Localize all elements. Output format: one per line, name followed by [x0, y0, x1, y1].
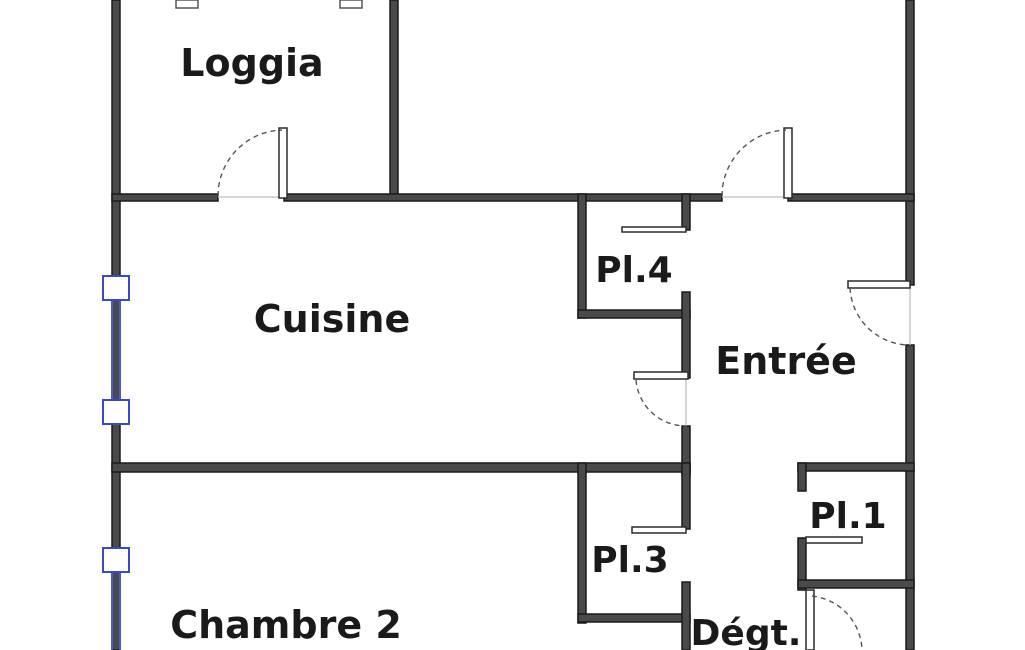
wall-pl3-right-top	[681, 462, 691, 530]
wall-cuisine-bottom	[111, 462, 691, 473]
wall-pl3-bottom	[577, 613, 691, 623]
wall-pl1-left-top	[797, 462, 807, 492]
windows	[102, 0, 363, 650]
label-cuisine: Cuisine	[254, 297, 410, 341]
cuisine-door-swing	[635, 379, 687, 427]
entry-top-door-swing	[721, 129, 787, 197]
wall-pl4-right-top	[681, 193, 691, 231]
label-loggia: Loggia	[180, 41, 323, 85]
loggia-top-opening-left	[175, 0, 199, 9]
entry-top-door-leaf	[783, 127, 793, 199]
wall-pl3-left	[577, 462, 587, 624]
wall-right-upper	[905, 0, 915, 286]
loggia-door-leaf	[278, 127, 288, 199]
entrance-door-leaf	[847, 280, 911, 289]
room-labels: Loggia Cuisine Entrée Pl.4 Pl.3 Pl.1 Cha…	[170, 41, 887, 650]
window-cuisine-top-handle[interactable]	[102, 275, 130, 301]
degt-door-swing	[811, 595, 863, 650]
wall-pl3-right-bottom	[681, 581, 691, 650]
cuisine-door-leaf	[633, 371, 689, 380]
loggia-top-opening-right	[339, 0, 363, 9]
wall-pl4-left	[577, 193, 587, 319]
label-degt: Dégt.	[691, 613, 802, 650]
degt-door-leaf	[805, 589, 815, 650]
wall-pl1-bottom	[797, 579, 915, 589]
label-pl1: Pl.1	[809, 496, 886, 537]
wall-top-right	[787, 193, 915, 202]
label-pl4: Pl.4	[595, 250, 672, 291]
entrance-door-swing	[849, 287, 911, 346]
label-entree: Entrée	[715, 339, 856, 383]
label-chambre-2: Chambre 2	[170, 603, 402, 647]
pl1-door-leaf	[805, 536, 863, 544]
pl4-door-leaf	[621, 226, 687, 233]
wall-loggia-bottom-right	[283, 193, 723, 202]
wall-pl1-left-bottom	[797, 537, 807, 591]
wall-pl1-top	[797, 462, 915, 472]
wall-loggia-right	[389, 0, 399, 201]
wall-loggia-bottom-left	[111, 193, 219, 202]
loggia-door-swing	[217, 129, 283, 197]
label-pl3: Pl.3	[591, 540, 668, 581]
wall-pl4-right-bottom	[681, 291, 691, 379]
window-cuisine-bottom-handle[interactable]	[102, 399, 130, 425]
pl3-door-leaf	[631, 526, 687, 534]
doors	[217, 127, 911, 650]
wall-right-lower	[905, 344, 915, 650]
wall-pl4-bottom	[577, 309, 691, 319]
walls	[111, 0, 915, 650]
window-chambre-top-handle[interactable]	[102, 547, 130, 573]
